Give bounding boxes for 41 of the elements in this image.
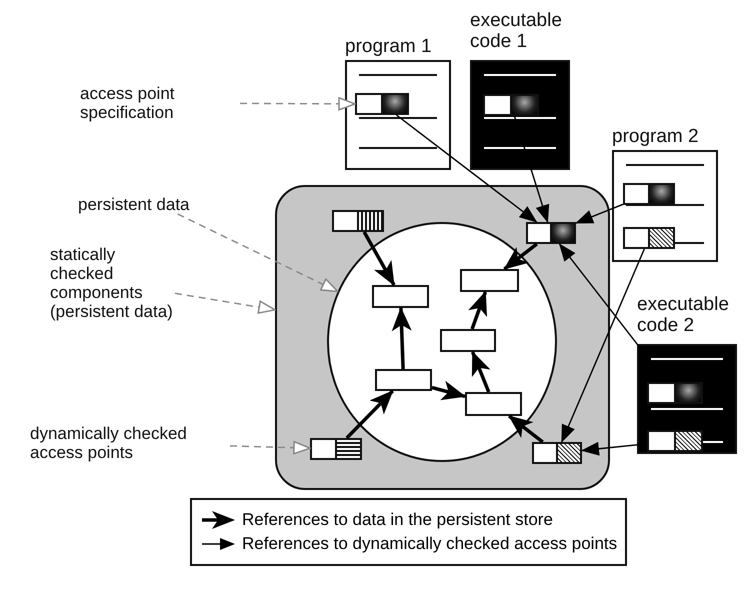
access-point-box: [532, 442, 582, 464]
data-component-box: [440, 329, 496, 352]
arrow: [468, 291, 488, 330]
leader-line: [240, 97, 356, 111]
data-circle: [327, 222, 557, 462]
arrow: [508, 414, 544, 444]
arrow: [392, 307, 412, 370]
document-heading: executable code 1: [470, 10, 563, 52]
arrow: [470, 351, 490, 393]
arrow: [432, 380, 466, 400]
access-point-box: [647, 382, 703, 404]
access-point-box: [647, 430, 703, 452]
leader-line: [177, 213, 338, 292]
access-point-box: [332, 210, 384, 232]
callout-text: persistent data: [78, 195, 238, 214]
access-point-box: [310, 438, 362, 460]
data-component-box: [465, 392, 522, 416]
access-point-box: [526, 222, 576, 244]
data-component-box: [460, 269, 519, 292]
access-point-box: [623, 227, 675, 249]
access-point-box: [355, 93, 409, 115]
access-point-box: [483, 94, 539, 116]
arrow: [558, 243, 668, 382]
arrow: [396, 114, 538, 223]
access-point-box: [623, 183, 675, 205]
callout-text: statically checked components (persistent data): [50, 245, 175, 321]
legend-text: References to data in the persistent store: [242, 510, 553, 530]
document-heading: program 2: [612, 126, 700, 147]
arrow: [514, 116, 550, 223]
callout-text: dynamically checked access points: [30, 424, 230, 462]
document-heading: program 1: [345, 36, 433, 57]
data-component-box: [375, 369, 432, 391]
data-component-box: [372, 285, 429, 308]
legend-text: References to dynamically checked access points: [242, 534, 618, 554]
leader-line: [174, 292, 276, 314]
arrow: [575, 204, 624, 224]
document-heading: executable code 2: [637, 294, 730, 336]
leader-line: [230, 441, 311, 454]
callout-text: access point specification: [80, 84, 240, 122]
store-panel: [275, 185, 610, 490]
arrow: [561, 248, 645, 443]
